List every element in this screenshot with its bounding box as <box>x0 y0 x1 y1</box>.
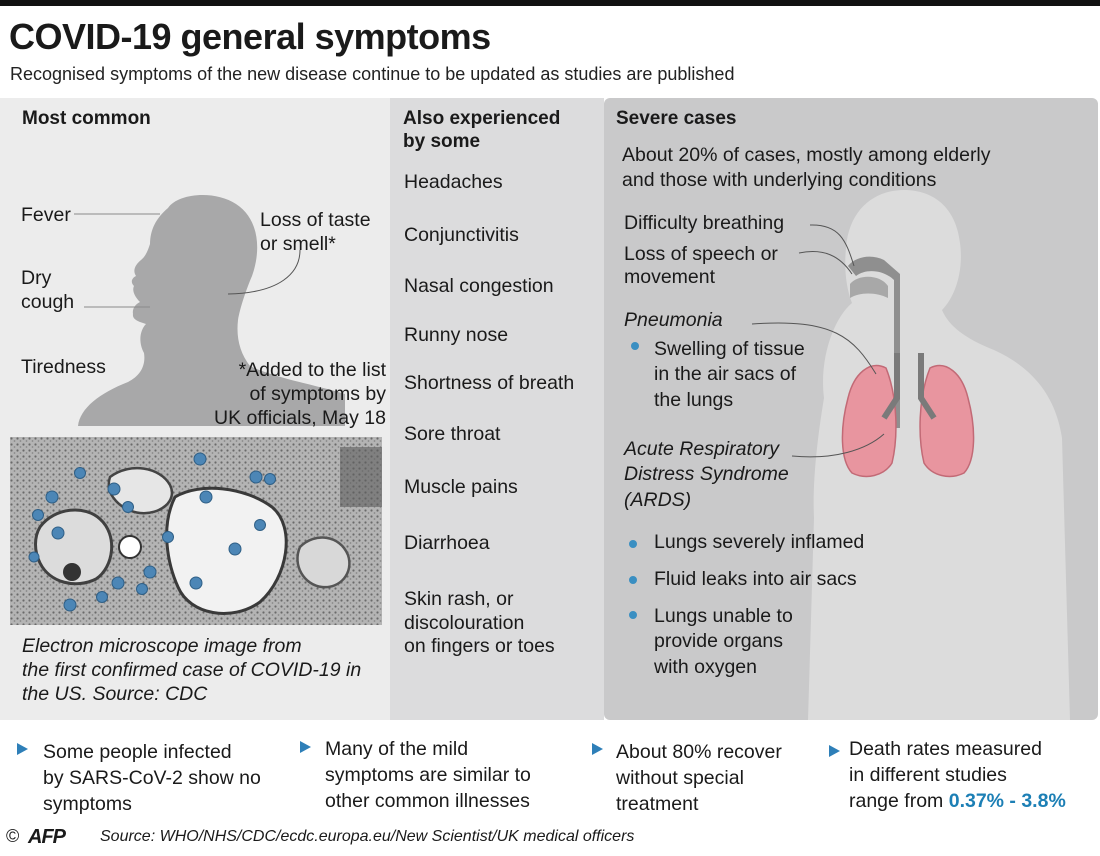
symptom-skin-rash-line-1: Skin rash, or <box>404 588 514 610</box>
ards-leader-line <box>791 433 885 458</box>
top-rule <box>0 0 1100 6</box>
bullet-icon <box>629 611 637 619</box>
ards-bullet-fluid: Fluid leaks into air sacs <box>654 568 857 590</box>
ards-label-line-3: (ARDS) <box>624 489 692 511</box>
symptom-fever: Fever <box>21 204 71 226</box>
body-lungs-illustration <box>751 190 1070 720</box>
head-shape <box>78 194 345 426</box>
ards-bullet-oxygen-line-3: with oxygen <box>654 656 757 678</box>
taste-leader-line <box>227 249 301 295</box>
note-line: symptoms <box>43 793 132 815</box>
severe-cases-heading: Severe cases <box>616 108 737 129</box>
severe-intro-line-2: and those with underlying conditions <box>622 169 937 191</box>
note-line: treatment <box>616 793 699 815</box>
page-title: COVID-19 general symptoms <box>9 16 491 57</box>
image-caption-line-2: the first confirmed case of COVID-19 in <box>22 659 362 681</box>
symptom-skin-rash-line-3: on fingers or toes <box>404 635 555 657</box>
footnote-line-3: UK officials, May 18 <box>214 407 386 429</box>
arrow-bullet-icon <box>300 741 311 753</box>
arrow-bullet-icon <box>17 743 28 755</box>
bullet-icon <box>629 576 637 584</box>
symptom-shortness-of-breath: Shortness of breath <box>404 372 575 394</box>
breathing-leader-line <box>809 224 855 267</box>
pneumonia-bullet-line-2: in the air sacs of <box>654 363 796 385</box>
pneumonia-leader-line <box>751 322 877 375</box>
note-line: symptoms are similar to <box>325 764 531 786</box>
electron-microscope-image <box>10 437 382 625</box>
ards-bullet-oxygen-line-1: Lungs unable to <box>654 605 793 627</box>
pneumonia-label: Pneumonia <box>624 309 723 331</box>
note-line: other common illnesses <box>325 790 530 812</box>
note-line: Many of the mild <box>325 738 469 760</box>
page-subtitle: Recognised symptoms of the new disease c… <box>10 64 735 84</box>
head-silhouette-illustration <box>74 194 345 426</box>
symptom-headaches: Headaches <box>404 171 503 193</box>
ards-label-line-1: Acute Respiratory <box>624 438 779 460</box>
mouth-airway-shape <box>850 276 888 298</box>
afp-logo: AFP <box>28 826 66 848</box>
symptom-or-smell: or smell* <box>260 233 336 255</box>
note-line: Death rates measured <box>849 738 1042 760</box>
image-caption-line-1: Electron microscope image from <box>22 635 302 657</box>
severe-difficulty-breathing: Difficulty breathing <box>624 212 785 234</box>
note-asymptomatic: Some people infected by SARS-CoV-2 show … <box>43 739 261 817</box>
arrow-bullet-icon <box>592 743 603 755</box>
arrow-bullet-icon <box>829 745 840 757</box>
note-mild-symptoms: Many of the mild symptoms are similar to… <box>325 736 531 814</box>
note-line: by SARS-CoV-2 show no <box>43 767 261 789</box>
symptom-diarrhoea: Diarrhoea <box>404 532 490 554</box>
also-experienced-heading-line-1: Also experienced <box>403 108 561 129</box>
ards-bullet-inflamed: Lungs severely inflamed <box>654 531 865 553</box>
death-rate-range: 0.37% - 3.8% <box>948 790 1066 812</box>
severe-intro-line-1: About 20% of cases, mostly among elderly <box>622 144 991 166</box>
symptom-muscle-pains: Muscle pains <box>404 476 518 498</box>
note-line: range from <box>849 790 949 812</box>
note-line: Some people infected <box>43 741 232 763</box>
note-death-rates: Death rates measured in different studie… <box>849 736 1066 814</box>
note-recovery: About 80% recover without special treatm… <box>616 739 782 817</box>
left-lung <box>841 364 897 478</box>
pneumonia-bullet-line-1: Swelling of tissue <box>654 338 805 360</box>
symptom-cough: cough <box>21 291 75 313</box>
ards-label-line-2: Distress Syndrome <box>624 463 789 485</box>
also-experienced-panel <box>390 98 604 720</box>
pneumonia-bullet-line-3: the lungs <box>654 389 734 411</box>
note-line: in different studies <box>849 764 1007 786</box>
symptom-nasal-congestion: Nasal congestion <box>404 275 554 297</box>
footnote-line-1: *Added to the list <box>238 359 386 381</box>
bronchi <box>881 353 937 420</box>
note-line: without special <box>616 767 744 789</box>
footnote-line-2: of symptoms by <box>249 383 386 405</box>
symptom-dry: Dry <box>21 267 52 289</box>
also-experienced-heading-line-2: by some <box>403 131 481 152</box>
symptom-runny-nose: Runny nose <box>404 324 509 346</box>
severe-loss-of-speech-line-2: movement <box>624 266 716 288</box>
bullet-icon <box>631 342 639 350</box>
most-common-heading: Most common <box>22 108 151 129</box>
right-lung <box>919 364 975 478</box>
symptom-loss-of-taste: Loss of taste <box>260 209 371 231</box>
symptom-skin-rash-line-2: discolouration <box>404 612 525 634</box>
severe-loss-of-speech-line-1: Loss of speech or <box>624 243 778 265</box>
copyright-symbol: © <box>6 826 20 846</box>
note-line: About 80% recover <box>616 741 782 763</box>
bullet-icon <box>629 540 637 548</box>
speech-leader-line <box>798 251 853 275</box>
symptom-conjunctivitis: Conjunctivitis <box>404 224 519 246</box>
source-credit: Source: WHO/NHS/CDC/ecdc.europa.eu/New S… <box>100 828 635 845</box>
symptom-tiredness: Tiredness <box>21 356 106 378</box>
image-caption-line-3: the US. Source: CDC <box>22 683 208 705</box>
ards-bullet-oxygen-line-2: provide organs <box>654 630 783 652</box>
symptom-sore-throat: Sore throat <box>404 423 501 445</box>
